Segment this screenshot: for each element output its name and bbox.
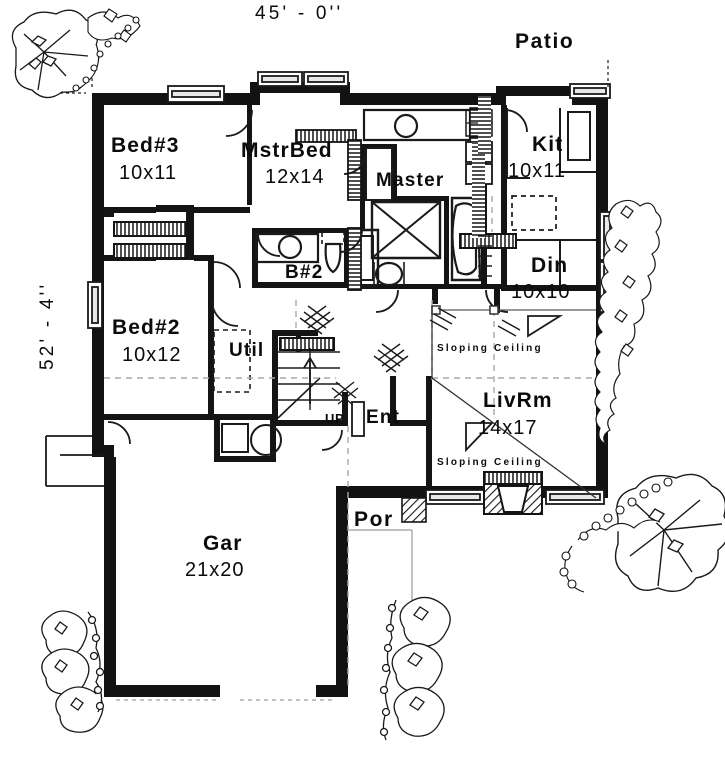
annotation-sloping-ceiling-upper: Sloping Ceiling [437,343,543,354]
room-label-gar-name: Gar [203,532,243,555]
fireplace [483,471,543,515]
area-label-patio: Patio [515,30,575,53]
area-label-entry: Ent [366,407,401,428]
garage-drive [116,529,413,701]
staircase [277,348,340,419]
shrubs-bottom-center [379,596,451,741]
room-label-gar-dim: 21x20 [185,559,245,581]
shelving-hatch [113,96,517,351]
room-label-bed2-dim: 10x12 [122,344,182,366]
room-label-din-dim: 10x10 [511,281,571,303]
room-label-din-name: Din [531,254,569,277]
interior-walls [104,105,597,488]
room-label-mstrbed-name: MstrBed [241,139,333,162]
fixture-linework [213,108,596,456]
overall-height-dimension: 52' - 4'' [37,281,58,370]
tree-bottom-right [614,473,725,592]
porch-step [401,497,427,523]
slope-arrows [465,315,564,453]
room-label-mstrbed-dim: 12x14 [265,166,325,188]
room-label-bed2-name: Bed#2 [112,316,181,339]
area-label-bath2: B#2 [285,262,324,283]
overall-width-dimension: 45' - 0'' [255,3,344,24]
room-label-kit-name: Kit [532,133,564,156]
annotation-stair-direction-up: UP [325,411,345,426]
room-label-livrm-name: LivRm [483,389,553,412]
shrub-top-left [71,8,141,93]
area-label-porch: Por [354,508,394,531]
room-label-kit-dim: 10x11 [508,160,567,182]
shrubs-bottom-left [41,610,105,733]
dining-stair [478,235,492,277]
sloping-ceiling-extents [431,305,596,315]
room-label-bed3-name: Bed#3 [111,134,180,157]
area-label-master-bath: Master [376,170,445,191]
shrub-bottom-right [559,477,673,593]
area-label-util: Util [229,340,265,361]
hedge-right [594,199,662,446]
annotation-sloping-ceiling-lower: Sloping Ceiling [437,457,543,468]
left-stoop [45,435,104,487]
tree-top-left [11,9,100,99]
room-label-bed3-dim: 10x11 [119,162,178,184]
ceiling-marks [299,305,521,405]
ridge-lines [431,306,597,499]
room-label-livrm-dim: 14x17 [478,417,538,439]
